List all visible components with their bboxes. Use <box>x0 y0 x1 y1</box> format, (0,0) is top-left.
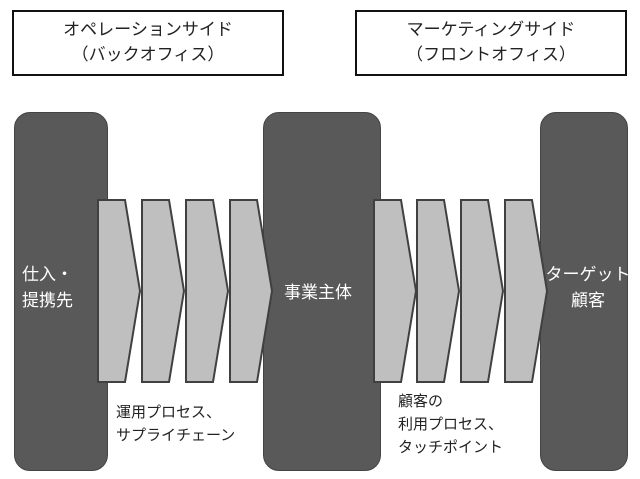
chevron-mkt-3 <box>460 199 505 383</box>
caption-right-line3: タッチポイント <box>398 438 504 456</box>
target-label-line1: ターゲット <box>545 265 631 285</box>
target-customer-pillar <box>540 112 628 471</box>
business-entity-label: 事業主体 <box>284 283 352 303</box>
customer-process-caption: 顧客の 利用プロセス、 タッチポイント <box>398 390 503 459</box>
supplier-label: 仕入・ 提携先 <box>22 262 73 314</box>
header-left-line2: （バックオフィス） <box>71 45 225 65</box>
chevron-mkt-2 <box>416 199 461 383</box>
operation-process-caption: 運用プロセス、 サプライチェーン <box>116 401 235 447</box>
caption-right-line2: 利用プロセス、 <box>398 415 504 433</box>
target-customer-label: ターゲット 顧客 <box>544 262 632 314</box>
supplier-label-line1: 仕入・ <box>22 265 73 285</box>
chevron-ops-3 <box>185 199 230 383</box>
chevron-mkt-1 <box>373 199 418 383</box>
caption-left-line2: サプライチェーン <box>116 426 236 444</box>
target-label-line2: 顧客 <box>571 291 605 311</box>
chevron-ops-2 <box>141 199 186 383</box>
header-left-line1: オペレーションサイド <box>63 20 233 40</box>
chevron-ops-4 <box>229 199 274 383</box>
chevron-mkt-4 <box>504 199 549 383</box>
supplier-pillar <box>14 112 108 471</box>
header-right-line2: （フロントオフィス） <box>406 45 576 65</box>
caption-left-line1: 運用プロセス、 <box>116 403 222 421</box>
chevron-ops-1 <box>97 199 142 383</box>
caption-right-line1: 顧客の <box>398 392 444 410</box>
header-right-line1: マーケティングサイド <box>406 20 576 40</box>
supplier-label-line2: 提携先 <box>22 291 73 311</box>
operation-side-header: オペレーションサイド （バックオフィス） <box>12 10 284 76</box>
marketing-side-header: マーケティングサイド （フロントオフィス） <box>355 10 627 76</box>
